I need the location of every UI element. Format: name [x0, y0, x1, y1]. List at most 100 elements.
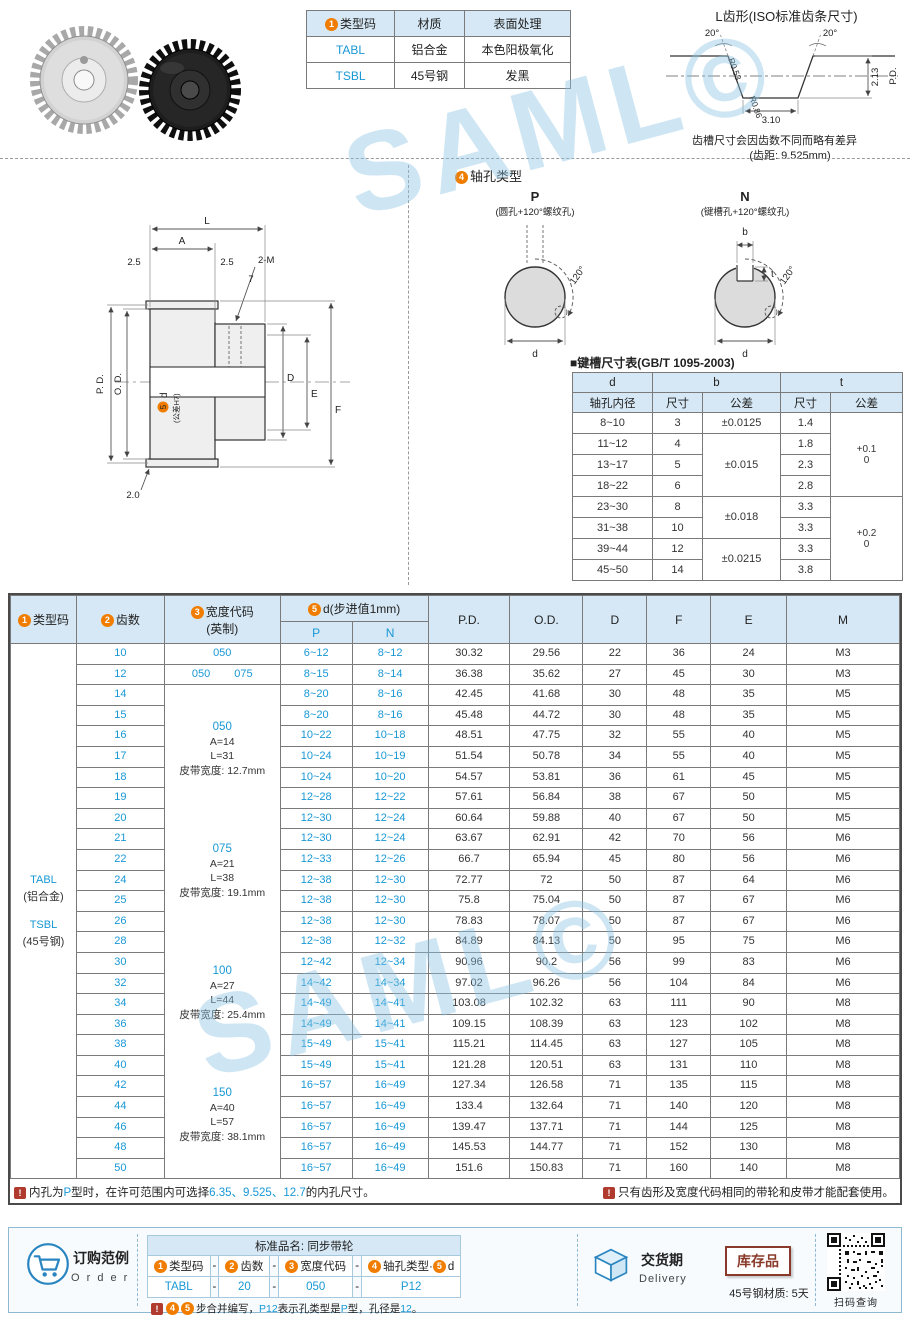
keyway-table-title: ■键槽尺寸表(GB/T 1095-2003)	[570, 356, 735, 370]
kw-col-t: t	[780, 372, 903, 393]
dim-PD: P. D.	[95, 374, 106, 394]
dim-E: E	[311, 389, 318, 400]
delivery-box-icon	[593, 1248, 629, 1282]
note-matching: !只有齿形及宽度代码相同的带轮和皮带才能配套使用。	[603, 1184, 894, 1200]
dim-2_5-right: 2.5	[220, 257, 233, 268]
num-2-icon: 2	[225, 1260, 239, 1273]
dim-L: L	[204, 216, 210, 227]
tooth-note-1: 齿槽尺寸会因齿数不同而略有差异	[692, 135, 857, 147]
num-4-icon: 4	[455, 171, 468, 184]
n-type-desc: (键槽孔+120°螺纹孔)	[701, 206, 790, 218]
order-value-type: TABL	[147, 1276, 211, 1298]
keyway-width-dim: b	[742, 227, 748, 238]
tooth-profile-drawing: 20° 20° R0.53 R0.86 3.10 2.13 P.D.	[666, 28, 899, 126]
dim-F: F	[335, 405, 341, 416]
num-5-icon: 5	[307, 603, 321, 616]
delivery-subtitle: Delivery	[639, 1273, 687, 1285]
col-D: D	[582, 595, 648, 644]
vertical-divider	[408, 165, 409, 585]
pulley-photo-steel	[139, 39, 241, 141]
p-bore-dim: d	[532, 349, 538, 360]
dim-OD: O. D.	[113, 373, 124, 395]
col-pd: P.D.	[427, 595, 511, 644]
screw-hole-label: 2-M	[258, 255, 274, 266]
tooth-profile-title: L齿形(ISO标准齿条尺寸)	[715, 9, 858, 24]
col-type-code: 类型码	[339, 17, 376, 31]
tooth-width-dim: 3.10	[762, 115, 781, 126]
num-5-icon: 5	[432, 1260, 446, 1273]
angle-left-label: 20°	[705, 28, 720, 39]
warning-icon: !	[603, 1187, 615, 1199]
warning-icon: !	[151, 1303, 163, 1315]
p-type-desc: (圆孔+120°螺纹孔)	[495, 206, 574, 218]
strip-divider	[137, 1234, 138, 1306]
angle-right-label: 20°	[823, 28, 838, 39]
radius-small-label: R0.53	[726, 57, 743, 82]
delivery-title: 交货期	[641, 1252, 683, 1268]
num-2-icon: 2	[100, 614, 114, 627]
col-bore-n: N	[351, 621, 429, 644]
tooth-note-2: (齿距: 9.525mm)	[749, 150, 831, 162]
order-example-subtitle: O r d e r	[71, 1272, 130, 1284]
col-F: F	[646, 595, 712, 644]
kw-col-d: d	[572, 372, 653, 393]
svg-text:(公差H7): (公差H7)	[171, 393, 181, 423]
order-value-teeth: 20	[218, 1276, 271, 1298]
kw-col-b: b	[652, 372, 781, 393]
pulley-photo-aluminum	[30, 26, 138, 134]
col-material: 材质	[394, 10, 465, 37]
num-5-icon: 5	[181, 1302, 194, 1315]
qr-label: 扫码查询	[834, 1298, 878, 1309]
dim-2_0: 2.0	[126, 490, 139, 501]
n-bore-dim: d	[742, 349, 748, 360]
product-photos	[30, 26, 241, 141]
num-1-icon: 1	[17, 614, 31, 627]
tooth-height-dim: 2.13	[870, 68, 881, 87]
table-notes: !内孔为P型时，在许可范围内可选择6.35、9.525、12.7的内孔尺寸。 !…	[14, 1184, 894, 1200]
col-M: M	[786, 595, 900, 644]
qr-code	[827, 1233, 885, 1291]
p-angle-label: 120°	[568, 264, 588, 287]
pitch-line-label: P.D.	[888, 67, 899, 84]
dim-D: D	[287, 373, 294, 384]
svg-text:5: 5	[159, 404, 168, 409]
